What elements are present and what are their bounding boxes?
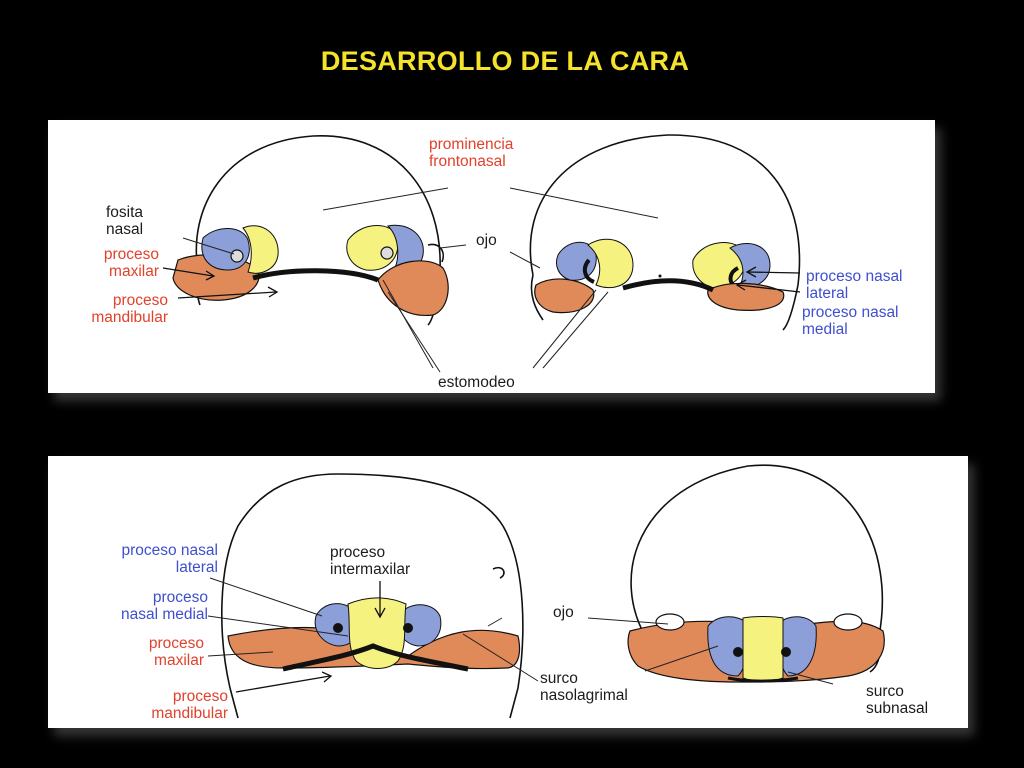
bottom-embryo-illustration: [207, 464, 885, 719]
label-ojo-top: ojo: [476, 232, 497, 249]
label-proceso-maxilar-top: proceso maxilar: [103, 246, 159, 280]
top-leader-lines: [182, 187, 659, 373]
left-embryo-blue-left: [201, 228, 250, 271]
label-proceso-nasal-lateral-bottom: proceso nasal lateral: [121, 542, 218, 576]
top-diagram-panel: prominencia frontonasal fosita nasal ojo…: [48, 120, 935, 393]
label-surco-subnasal: surco subnasal: [866, 683, 929, 717]
bottom-arrows: [235, 581, 386, 693]
slide-title: DESARROLLO DE LA CARA: [320, 46, 690, 76]
top-arrows: [162, 266, 801, 299]
bottom-leader-lines: [207, 577, 834, 685]
right-embryo-orange-right: [707, 282, 785, 311]
label-ojo-bottom: ojo: [553, 604, 574, 621]
label-surco-nasolagrimal: surco nasolagrimal: [540, 670, 628, 704]
label-proceso-intermaxilar: proceso intermaxilar: [330, 544, 411, 578]
label-proceso-mandibular-top: proceso mandibular: [91, 292, 168, 326]
label-proceso-maxilar-bottom: proceso maxilar: [148, 635, 204, 669]
label-estomodeo: estomodeo: [438, 374, 515, 391]
bottom-left-yellow: [347, 597, 407, 669]
right-embryo-orange-left: [534, 278, 595, 314]
right-embryo-yellow-left: [587, 238, 634, 289]
label-proceso-nasal-lateral-top: proceso nasal lateral: [806, 268, 903, 302]
bottom-left-embryo-head: [221, 473, 524, 719]
label-prominencia-frontonasal: prominencia frontonasal: [429, 136, 514, 170]
label-proceso-mandibular-bottom: proceso mandibular: [151, 688, 228, 722]
bottom-diagram-panel: proceso nasal lateral proceso nasal medi…: [48, 456, 968, 728]
label-fosita-nasal: fosita nasal: [106, 204, 144, 238]
right-embryo-head: [529, 134, 801, 331]
left-embryo-orange-right: [377, 260, 449, 317]
left-embryo-yellow-left: [242, 225, 279, 274]
label-proceso-nasal-medial-bottom: proceso nasal medial: [120, 589, 208, 623]
label-proceso-nasal-medial-top: proceso nasal medial: [802, 304, 899, 338]
right-embryo-blue-right: [729, 243, 771, 288]
bottom-right-yellow: [742, 616, 784, 682]
top-embryo-illustration: [162, 134, 801, 373]
